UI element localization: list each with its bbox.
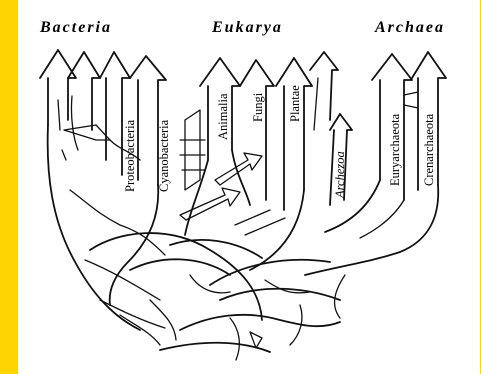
domain-label-archaea: Archaea	[374, 19, 445, 36]
branch-label-animalia: Animalia	[216, 93, 230, 140]
branch-label-archezoa: Archezoa	[333, 151, 347, 199]
root-network	[90, 233, 345, 360]
branch-label-crenarchaeota: Crenarchaeota	[422, 113, 436, 186]
branch-label-plantae: Plantae	[288, 85, 302, 122]
eukarya-trunk	[180, 110, 304, 270]
bacteria-branches	[40, 50, 166, 185]
branch-label-proteobacteria: Proteobacteria	[123, 119, 137, 192]
branch-label-fungi: Fungi	[251, 92, 265, 122]
branch-label-cyanobacteria: Cyanobacteria	[157, 119, 171, 192]
domain-label-eukarya: Eukarya	[211, 19, 283, 36]
domain-label-bacteria: Bacteria	[39, 19, 112, 36]
branch-label-euryarchaeota: Euryarchaeota	[388, 113, 402, 186]
